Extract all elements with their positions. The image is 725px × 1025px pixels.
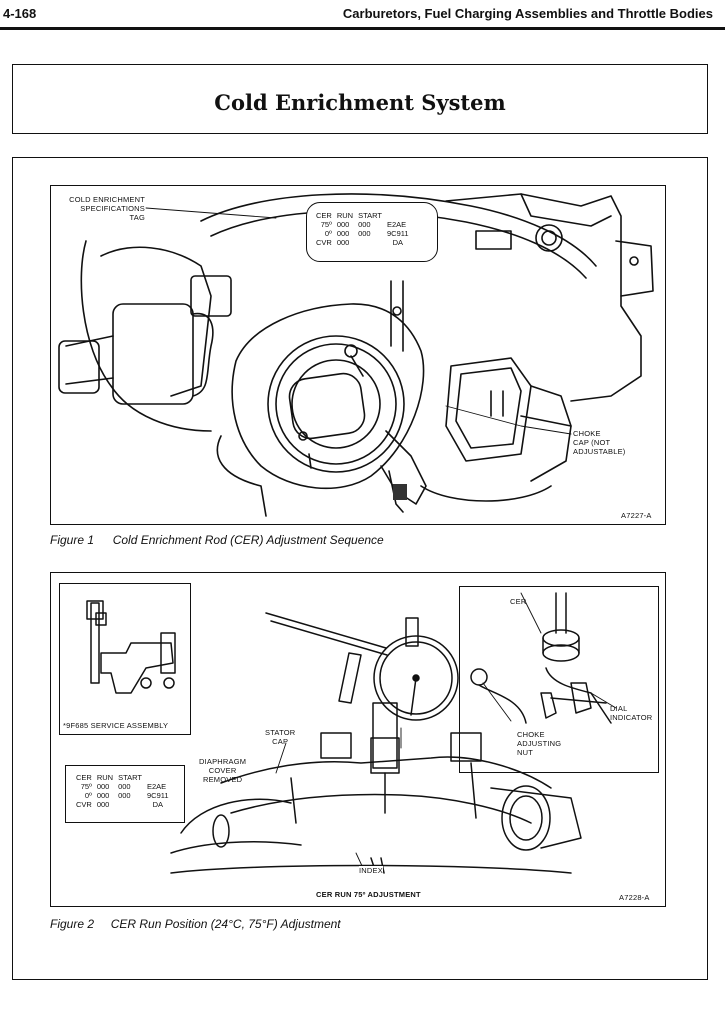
tag-cell: DA [392,238,403,247]
tag-cell: 000 [118,782,131,791]
figure1-tag-table: CER RUN START 75º 000 000 E2AE 0º 000 00… [316,211,414,247]
tag-header: START [358,211,382,220]
tag-cell: 000 [358,220,371,229]
page-title: Cold Enrichment System [214,90,506,115]
tag-header: RUN [336,211,354,220]
page-number: 4-168 [3,6,37,21]
tag-cell: CVR [76,800,92,809]
tag-header: START [118,773,142,782]
label-specifications-tag: COLD ENRICHMENT SPECIFICATIONS TAG [59,195,145,222]
figure2-caption: Figure 2 CER Run Position (24°C, 75°F) A… [50,917,341,931]
figure1-illustration [58,193,654,517]
figure2-code: A7228-A [619,893,650,902]
tag-cell: 0º [84,791,92,800]
figure2-spec-tag: CER RUN START 75º 000 000 E2AE 0º 000 00… [65,765,185,823]
tag-cell: 75º [320,220,332,229]
label-choke-adjusting-nut: CHOKE ADJUSTING NUT [517,730,562,757]
figure2-caption-text: CER Run Position (24°C, 75°F) Adjustment [110,917,341,931]
tag-cell: 000 [336,238,350,247]
label-dial-indicator: DIAL INDICATOR [610,704,653,722]
tag-cell: 0º [324,229,332,238]
tag-cell: 000 [358,229,371,238]
section-title: Carburetors, Fuel Charging Assemblies an… [342,6,713,21]
tag-cell: 000 [336,220,350,229]
tag-header: RUN [96,773,114,782]
figure1-spec-tag: CER RUN START 75º 000 000 E2AE 0º 000 00… [306,202,438,262]
content-box [12,157,708,980]
label-cer: CER [510,597,527,606]
tag-cell: CVR [316,238,332,247]
tag-cell: 9C911 [387,229,409,238]
tag-cell [358,238,387,247]
label-diaphragm-cover: DIAPHRAGM COVER REMOVED [199,757,247,784]
label-service-assembly: *9F685 SERVICE ASSEMBLY [63,721,169,730]
tag-cell: DA [152,800,163,809]
tag-cell: E2AE [147,782,167,791]
figure2-tag-table: CER RUN START 75º 000 000 E2AE 0º 000 00… [76,773,174,809]
tag-cell: E2AE [387,220,407,229]
label-stator-cap: STATOR CAP [265,728,296,746]
tag-cell: 000 [118,791,131,800]
tag-cell: 000 [96,800,110,809]
figure1-code: A7227-A [621,511,652,520]
tag-header: CER [316,211,332,220]
figure2-number: Figure 2 [50,917,95,931]
tag-cell: 9C911 [147,791,169,800]
label-choke-cap: CHOKE CAP (NOT ADJUSTABLE) [573,429,626,456]
tag-header: CER [76,773,92,782]
figure1-caption-text: Cold Enrichment Rod (CER) Adjustment Seq… [112,533,384,547]
figure1-number: Figure 1 [50,533,95,547]
header-rule [0,27,725,30]
tag-cell [118,800,147,809]
inset-cer-detail: CER DIAL INDICATOR CHOKE ADJUSTING NUT [459,586,659,773]
label-cer-run-adjustment: CER RUN 75º ADJUSTMENT [316,890,421,899]
title-box: Cold Enrichment System [12,64,708,134]
inset-service-assembly: *9F685 SERVICE ASSEMBLY [59,583,191,735]
figure1-caption: Figure 1 Cold Enrichment Rod (CER) Adjus… [50,533,384,547]
figure2-illustration [86,592,617,874]
figure1-frame: CER RUN START 75º 000 000 E2AE 0º 000 00… [50,185,666,525]
figure2-frame: *9F685 SERVICE ASSEMBLY CER DIAL INDICAT… [50,572,666,907]
tag-cell: 000 [96,782,110,791]
label-index: INDEX [359,866,383,875]
tag-cell: 000 [336,229,350,238]
tag-cell: 75º [80,782,92,791]
tag-cell: 000 [96,791,110,800]
